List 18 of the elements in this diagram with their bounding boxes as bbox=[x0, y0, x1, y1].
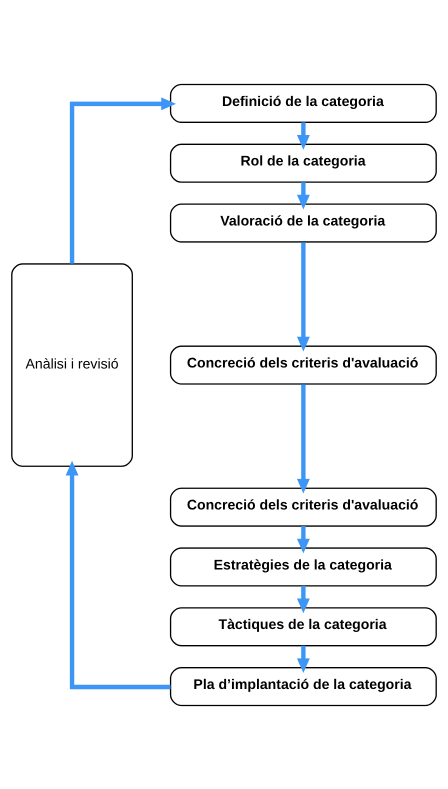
node-box: Pla d’implantació de la categoria bbox=[170, 666, 437, 706]
node-box: Definició de la categoria bbox=[170, 83, 437, 122]
arrow bbox=[296, 384, 310, 494]
arrow bbox=[296, 242, 310, 351]
node-box: Valoració de la categoria bbox=[170, 202, 437, 242]
arrow bbox=[296, 585, 310, 613]
arrow bbox=[296, 526, 310, 553]
arrow bbox=[296, 645, 310, 673]
arrow bbox=[296, 122, 310, 150]
arrow bbox=[70, 96, 176, 264]
arrow bbox=[66, 460, 170, 689]
node-box: Rol de la categoria bbox=[170, 143, 437, 182]
node-box: Estratègies de la categoria bbox=[170, 546, 437, 586]
node-box: Anàlisi i revisió bbox=[11, 262, 133, 466]
node-box: Concreció dels criteris d'avaluació bbox=[170, 345, 437, 384]
arrow bbox=[296, 182, 310, 210]
node-box: Concreció dels criteris d'avaluació bbox=[170, 487, 437, 526]
node-box: Tàctiques de la categoria bbox=[170, 606, 437, 646]
